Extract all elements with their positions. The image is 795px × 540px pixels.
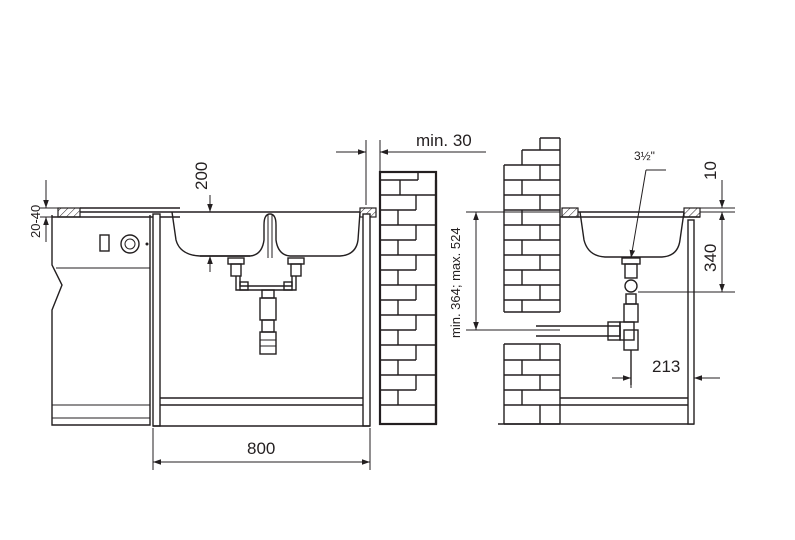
countertop-left bbox=[52, 207, 377, 218]
switch-icon bbox=[99, 234, 110, 252]
right-view: 3½" 10 340 213 bbox=[448, 137, 735, 425]
brick-wall-left bbox=[378, 170, 438, 426]
dim-800: 800 bbox=[152, 428, 371, 470]
dim-364-524: min. 364; max. 524 bbox=[448, 211, 560, 338]
label-800: 800 bbox=[247, 439, 275, 458]
dim-10: 10 bbox=[700, 161, 735, 232]
side-cabinet bbox=[51, 215, 151, 426]
dim-213: 213 bbox=[612, 357, 720, 388]
label-20-40: 20-40 bbox=[28, 205, 43, 238]
siphon-right bbox=[536, 257, 641, 385]
label-3-5-inch: 3½" bbox=[634, 149, 655, 163]
brick-wall-right bbox=[498, 137, 694, 425]
dim-20-40: 20-40 bbox=[28, 180, 58, 242]
label-213: 213 bbox=[652, 357, 680, 376]
dim-min-30: min. 30 bbox=[336, 131, 486, 205]
countertop-right bbox=[560, 207, 701, 218]
sink-cabinet-left bbox=[152, 213, 371, 427]
label-364-524: min. 364; max. 524 bbox=[448, 227, 463, 338]
label-340: 340 bbox=[701, 244, 720, 272]
dim-200: 200 bbox=[192, 162, 230, 272]
sink-cabinet-right bbox=[560, 219, 695, 425]
label-10: 10 bbox=[701, 161, 720, 180]
label-min-30: min. 30 bbox=[416, 131, 472, 150]
left-view: min. 30 200 20-40 800 bbox=[28, 131, 486, 470]
dim-3-5-inch: 3½" bbox=[629, 149, 666, 259]
double-sink bbox=[171, 211, 361, 258]
label-200: 200 bbox=[192, 162, 211, 190]
siphon-left bbox=[227, 257, 305, 355]
dim-340: 340 bbox=[638, 212, 735, 293]
knob-icon bbox=[120, 234, 140, 254]
